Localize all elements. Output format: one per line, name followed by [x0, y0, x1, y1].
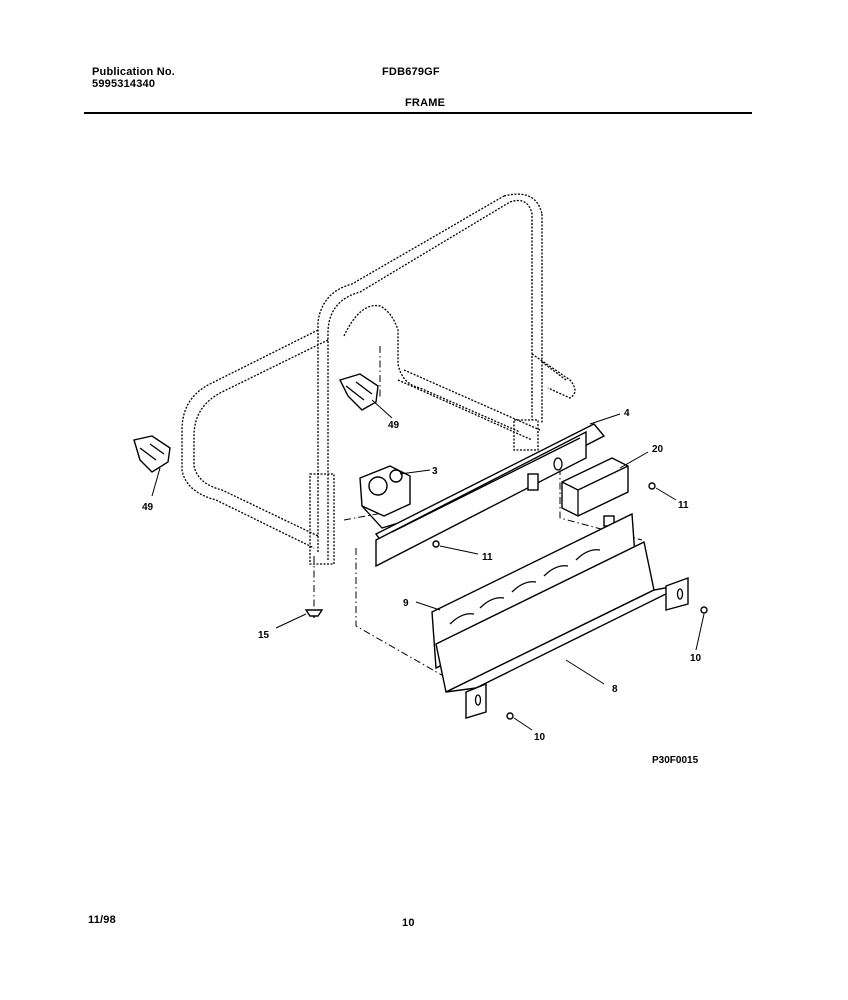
screw-11-upper	[648, 482, 656, 490]
leader-9	[415, 601, 441, 611]
leader-8	[565, 659, 605, 685]
inlet-valve	[359, 465, 411, 529]
switch-box	[561, 457, 629, 527]
leader-11-upper	[655, 487, 677, 501]
leader-10-right	[695, 613, 705, 651]
callout-49-left: 49	[142, 502, 154, 513]
callout-10-right: 10	[690, 653, 702, 664]
screw-10-lower	[506, 712, 514, 720]
callout-8: 8	[612, 684, 618, 695]
leader-11-lower	[439, 545, 479, 555]
header-rule	[84, 112, 752, 114]
screw-10-right	[700, 606, 708, 614]
footer-date: 11/98	[88, 914, 116, 926]
figure-reference-code: P30F0015	[652, 755, 699, 766]
publication-number: 5995314340	[92, 78, 156, 90]
leader-15	[275, 613, 307, 629]
leader-10-lower	[513, 717, 533, 731]
screw-11-lower	[432, 540, 440, 548]
callout-20: 20	[652, 444, 664, 455]
tub-frame	[181, 193, 576, 565]
callout-4: 4	[624, 408, 630, 419]
leader-49-left	[151, 467, 161, 497]
callout-11-upper: 11	[678, 500, 689, 511]
publication-label: Publication No.	[92, 66, 176, 78]
leader-3	[399, 469, 431, 475]
callout-15: 15	[258, 630, 270, 641]
screw-15	[304, 609, 324, 618]
leader-4	[589, 413, 621, 425]
callout-11-lower: 11	[482, 552, 493, 563]
section-title: FRAME	[405, 97, 446, 109]
leveling-bracket-left	[133, 435, 171, 473]
leader-49-right	[371, 399, 393, 419]
callout-49-right: 49	[388, 420, 400, 431]
callout-3: 3	[432, 466, 438, 477]
leader-20	[619, 451, 649, 469]
page-number: 10	[402, 917, 415, 929]
leveling-bracket-right	[339, 373, 379, 411]
front-bracket-strip	[374, 423, 606, 568]
callout-10-lower: 10	[534, 732, 546, 743]
hidden-line-left	[355, 548, 469, 691]
model-number: FDB679GF	[382, 66, 440, 78]
toe-kick-plate	[435, 540, 689, 719]
callout-9: 9	[403, 598, 409, 609]
